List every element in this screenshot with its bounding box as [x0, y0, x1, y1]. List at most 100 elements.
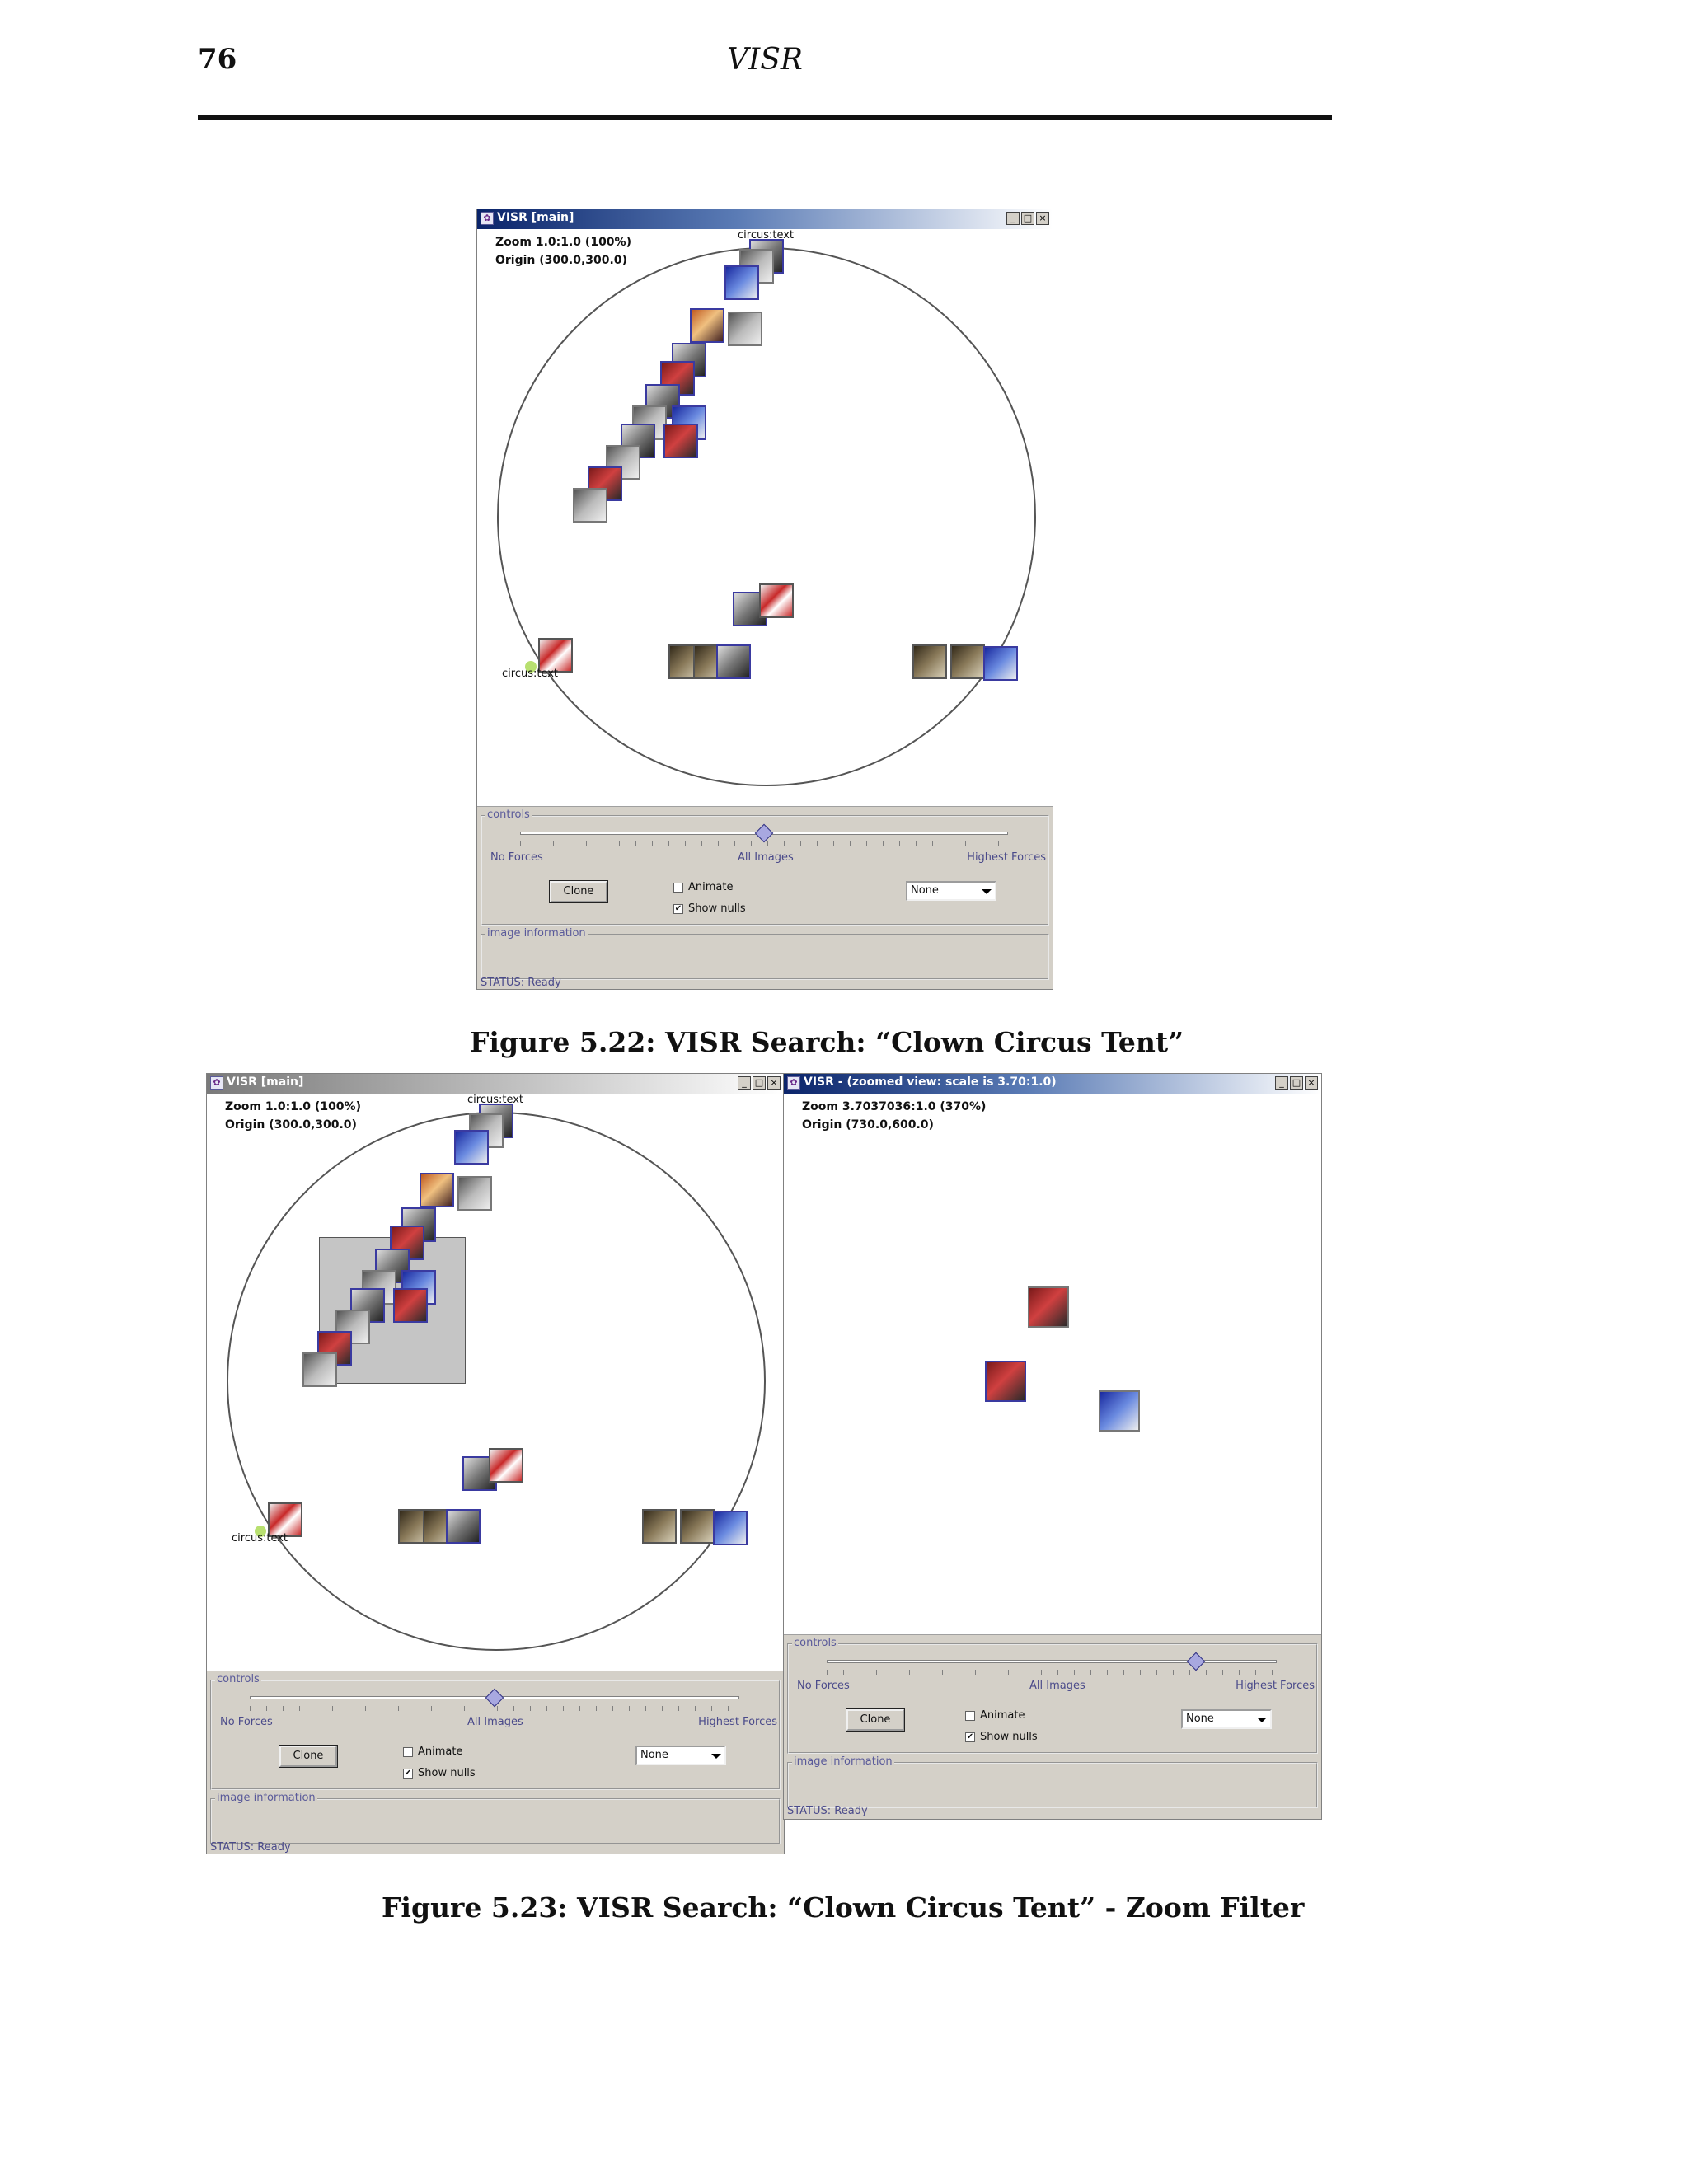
title-bar[interactable]: ✿ VISR [main] _ □ ×	[477, 209, 1053, 229]
controls-legend: controls	[485, 808, 532, 821]
image-thumbnail[interactable]	[759, 583, 794, 618]
visualization-canvas[interactable]: Zoom 1.0:1.0 (100%) Origin (300.0,300.0)…	[477, 229, 1053, 806]
sort-dropdown[interactable]: None	[1181, 1709, 1272, 1729]
image-information-group: image information	[210, 1792, 781, 1844]
origin-readout: Origin (300.0,300.0)	[495, 254, 627, 267]
image-thumbnail[interactable]	[1099, 1390, 1140, 1432]
image-thumbnail[interactable]	[489, 1448, 523, 1483]
all-images-label: All Images	[738, 851, 794, 864]
window-title: VISR - (zoomed view: scale is 3.70:1.0)	[804, 1076, 1057, 1089]
minimize-icon[interactable]: _	[1275, 1076, 1288, 1090]
image-thumbnail[interactable]	[446, 1509, 481, 1544]
clone-button[interactable]: Clone	[846, 1708, 905, 1732]
minimize-icon[interactable]: _	[738, 1076, 751, 1090]
animate-checkbox[interactable]	[965, 1711, 975, 1721]
image-thumbnail[interactable]	[538, 638, 573, 673]
force-slider[interactable]	[1186, 1652, 1206, 1671]
image-thumbnail[interactable]	[1028, 1286, 1069, 1328]
show-nulls-checkbox[interactable]: ✔	[965, 1732, 975, 1742]
image-thumbnail[interactable]	[713, 1511, 748, 1545]
title-bar[interactable]: ✿ VISR [main] _ □ ×	[207, 1074, 784, 1094]
close-icon[interactable]: ×	[1036, 212, 1049, 225]
close-icon[interactable]: ×	[767, 1076, 781, 1090]
close-icon[interactable]: ×	[1305, 1076, 1318, 1090]
status-bar: STATUS: Ready	[787, 1805, 868, 1817]
status-bar: STATUS: Ready	[210, 1841, 291, 1854]
image-thumbnail[interactable]	[454, 1130, 489, 1165]
app-icon: ✿	[481, 212, 494, 225]
visualization-canvas[interactable]: Zoom 1.0:1.0 (100%) Origin (300.0,300.0)…	[207, 1094, 784, 1671]
highest-forces-label: Highest Forces	[698, 1716, 777, 1728]
animate-label: Animate	[418, 1746, 463, 1758]
dropdown-value: None	[640, 1749, 668, 1761]
origin-readout: Origin (300.0,300.0)	[225, 1118, 357, 1132]
animate-checkbox[interactable]	[673, 883, 683, 893]
sort-dropdown[interactable]: None	[635, 1746, 726, 1765]
clone-button[interactable]: Clone	[549, 880, 608, 903]
chevron-down-icon	[1257, 1718, 1267, 1722]
controls-area: controls No Forces All Images Highest Fo…	[207, 1671, 784, 1854]
text-node-label: circus:text	[467, 1094, 524, 1106]
image-thumbnail[interactable]	[912, 644, 947, 679]
force-slider-ticks	[250, 1706, 739, 1711]
maximize-icon[interactable]: □	[1021, 212, 1034, 225]
image-thumbnail[interactable]	[573, 488, 607, 523]
show-nulls-label: Show nulls	[418, 1767, 476, 1779]
image-thumbnail[interactable]	[690, 308, 724, 343]
minimize-icon[interactable]: _	[1006, 212, 1020, 225]
image-thumbnail[interactable]	[642, 1509, 677, 1544]
image-thumbnail[interactable]	[268, 1502, 302, 1537]
sort-dropdown[interactable]: None	[906, 881, 996, 901]
chevron-down-icon	[982, 889, 992, 894]
image-thumbnail[interactable]	[606, 445, 640, 480]
image-thumbnail[interactable]	[983, 646, 1018, 681]
header-rule	[198, 115, 1332, 120]
text-node-marker[interactable]	[255, 1526, 266, 1537]
animate-checkbox[interactable]	[403, 1747, 413, 1757]
force-slider[interactable]	[485, 1688, 504, 1708]
chevron-down-icon	[711, 1754, 721, 1759]
controls-legend: controls	[215, 1673, 261, 1685]
controls-group: controls No Forces All Images Highest Fo…	[787, 1637, 1318, 1754]
force-slider-ticks	[827, 1670, 1277, 1675]
visr-main-window-fig23: ✿ VISR [main] _ □ × Zoom 1.0:1.0 (100%) …	[206, 1073, 785, 1854]
maximize-icon[interactable]: □	[1290, 1076, 1303, 1090]
image-thumbnail[interactable]	[393, 1288, 428, 1323]
origin-readout: Origin (730.0,600.0)	[802, 1118, 934, 1132]
image-thumbnail[interactable]	[680, 1509, 715, 1544]
controls-legend: controls	[792, 1637, 838, 1649]
show-nulls-checkbox[interactable]: ✔	[673, 904, 683, 914]
visr-main-window: ✿ VISR [main] _ □ × Zoom 1.0:1.0 (100%) …	[476, 209, 1053, 990]
image-thumbnail[interactable]	[950, 644, 985, 679]
dropdown-value: None	[1186, 1713, 1214, 1725]
image-thumbnail[interactable]	[457, 1176, 492, 1211]
image-thumbnail[interactable]	[724, 265, 759, 300]
figure-5-23-caption: Figure 5.23: VISR Search: “Clown Circus …	[382, 1891, 1305, 1924]
zoom-readout: Zoom 1.0:1.0 (100%)	[495, 236, 631, 249]
maximize-icon[interactable]: □	[753, 1076, 766, 1090]
image-information-group: image information	[787, 1755, 1318, 1808]
image-thumbnail[interactable]	[716, 644, 751, 679]
running-title: VISR	[727, 43, 803, 77]
all-images-label: All Images	[1029, 1680, 1085, 1692]
zoomed-canvas[interactable]: Zoom 3.7037036:1.0 (370%) Origin (730.0,…	[784, 1094, 1321, 1634]
no-forces-label: No Forces	[797, 1680, 850, 1692]
show-nulls-label: Show nulls	[980, 1731, 1038, 1743]
image-thumbnail[interactable]	[985, 1361, 1026, 1402]
title-bar[interactable]: ✿ VISR - (zoomed view: scale is 3.70:1.0…	[784, 1074, 1321, 1094]
no-forces-label: No Forces	[220, 1716, 273, 1728]
clone-button[interactable]: Clone	[279, 1745, 338, 1768]
image-thumbnail[interactable]	[728, 312, 762, 346]
image-thumbnail[interactable]	[420, 1173, 454, 1207]
page-header: 76 VISR	[198, 40, 1332, 122]
figure-5-22-caption: Figure 5.22: VISR Search: “Clown Circus …	[470, 1026, 1184, 1058]
show-nulls-checkbox[interactable]: ✔	[403, 1769, 413, 1779]
text-node-label: circus:text	[502, 668, 559, 680]
no-forces-label: No Forces	[490, 851, 543, 864]
text-node-marker[interactable]	[525, 661, 537, 673]
force-slider[interactable]	[754, 823, 774, 843]
image-thumbnail[interactable]	[302, 1352, 337, 1387]
all-images-label: All Images	[467, 1716, 523, 1728]
image-thumbnail[interactable]	[663, 424, 698, 458]
window-title: VISR [main]	[227, 1076, 304, 1089]
